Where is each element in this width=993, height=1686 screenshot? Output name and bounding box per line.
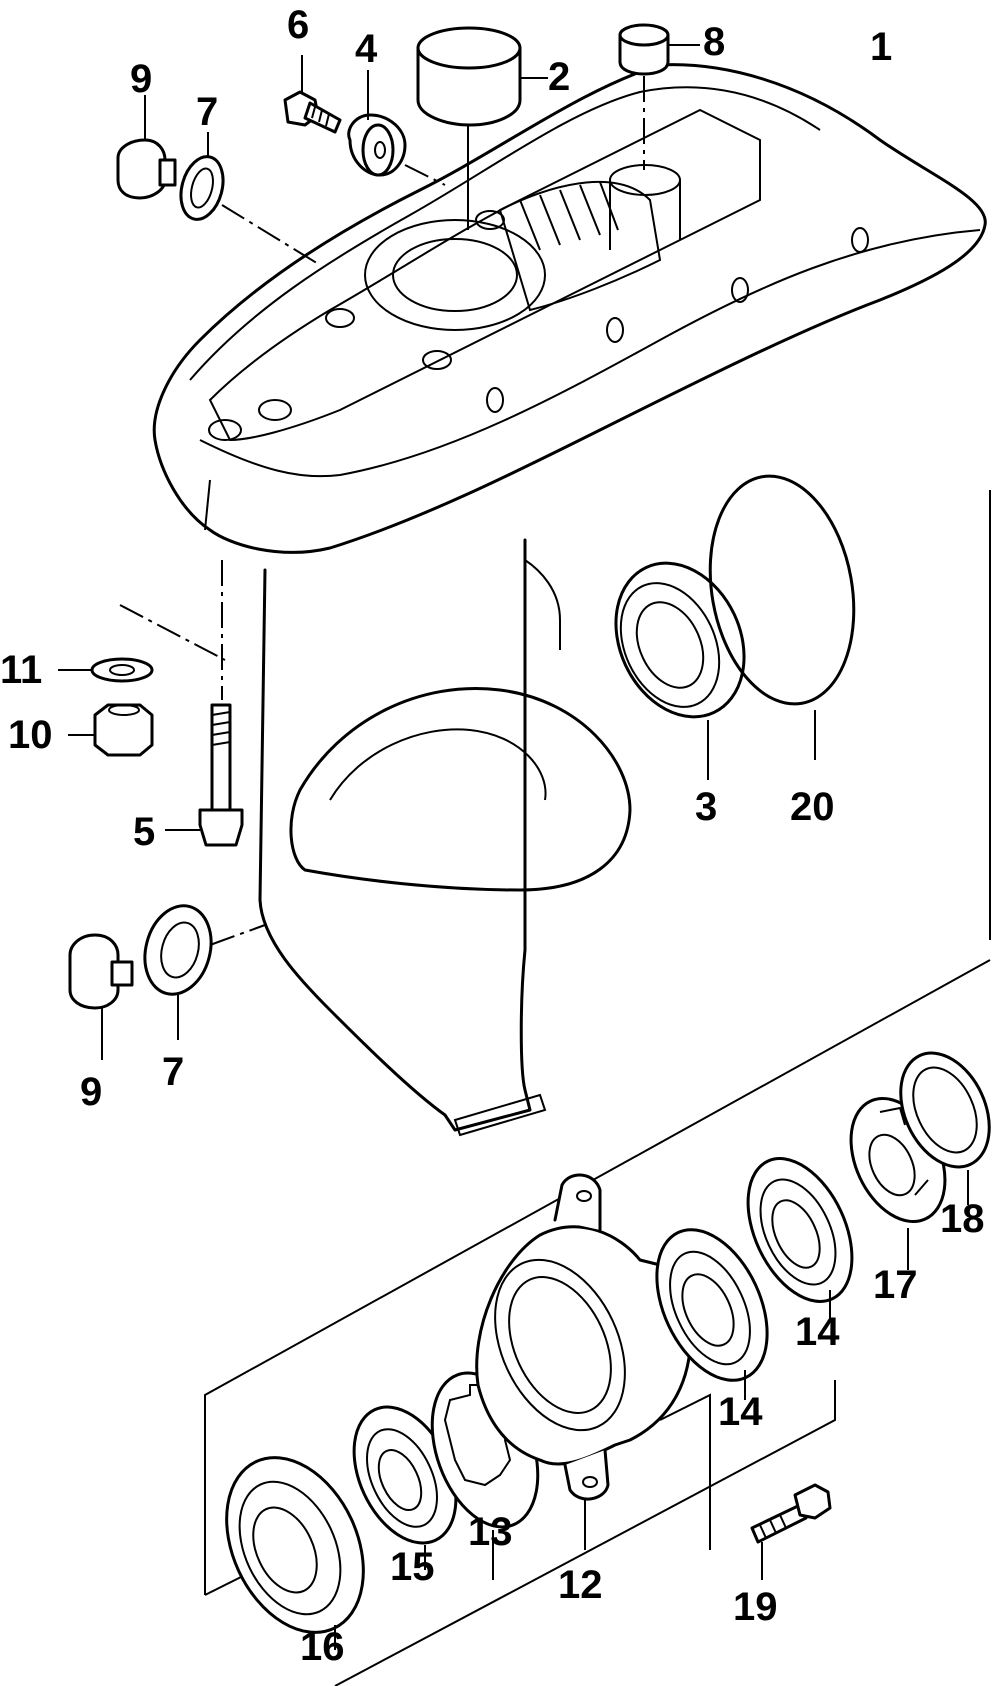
bushing-part-2 <box>416 26 548 230</box>
washer-part-11 <box>58 604 226 683</box>
callout-13: 13 <box>468 1510 513 1554</box>
bearing-part-14-a <box>655 1228 769 1400</box>
callout-14-b: 14 <box>795 1310 840 1354</box>
callout-20: 20 <box>790 785 835 829</box>
bolt-part-5 <box>165 560 244 847</box>
callout-15: 15 <box>390 1545 435 1589</box>
washer-part-18 <box>899 1051 991 1205</box>
plug-part-9-lower <box>68 933 134 1060</box>
callout-6: 6 <box>287 3 309 47</box>
gasket-part-7-upper <box>179 132 321 266</box>
callout-18: 18 <box>940 1197 985 1241</box>
bolt-part-19 <box>659 1393 832 1580</box>
callout-9-upper: 9 <box>130 57 152 101</box>
gearcase-housing <box>152 63 991 1137</box>
callout-11: 11 <box>0 648 42 692</box>
grommet-part-4 <box>347 70 446 186</box>
callout-14-a: 14 <box>718 1390 763 1434</box>
callout-16: 16 <box>300 1625 345 1669</box>
callout-12: 12 <box>558 1563 603 1607</box>
bearing-part-14-b <box>746 1157 854 1320</box>
dowel-pin-part-8 <box>618 23 700 170</box>
propeller-housing-part-12 <box>475 1173 693 1550</box>
callout-2: 2 <box>548 55 570 99</box>
callout-7-upper: 7 <box>196 90 218 134</box>
nut-part-10 <box>68 703 154 757</box>
callout-labels: 1 2 3 4 5 6 7 7 8 9 9 10 11 12 13 14 14 … <box>0 3 985 1669</box>
callout-7-lower: 7 <box>162 1050 184 1094</box>
callout-4: 4 <box>355 27 378 71</box>
gasket-part-7-lower <box>143 904 266 1040</box>
callout-8: 8 <box>703 20 725 64</box>
bearing-part-15 <box>352 1405 458 1570</box>
screw-part-6 <box>283 55 342 134</box>
callout-10: 10 <box>8 713 53 757</box>
bearing-part-3 <box>614 561 746 780</box>
callout-1: 1 <box>870 25 892 69</box>
callout-3: 3 <box>695 785 717 829</box>
plug-part-9-upper <box>116 95 177 200</box>
bearing-part-16 <box>225 1456 365 1650</box>
callout-19: 19 <box>733 1585 778 1629</box>
callout-17: 17 <box>873 1263 918 1307</box>
o-ring-part-20 <box>708 474 856 760</box>
callout-5: 5 <box>133 810 155 854</box>
callout-9-lower: 9 <box>80 1070 102 1114</box>
